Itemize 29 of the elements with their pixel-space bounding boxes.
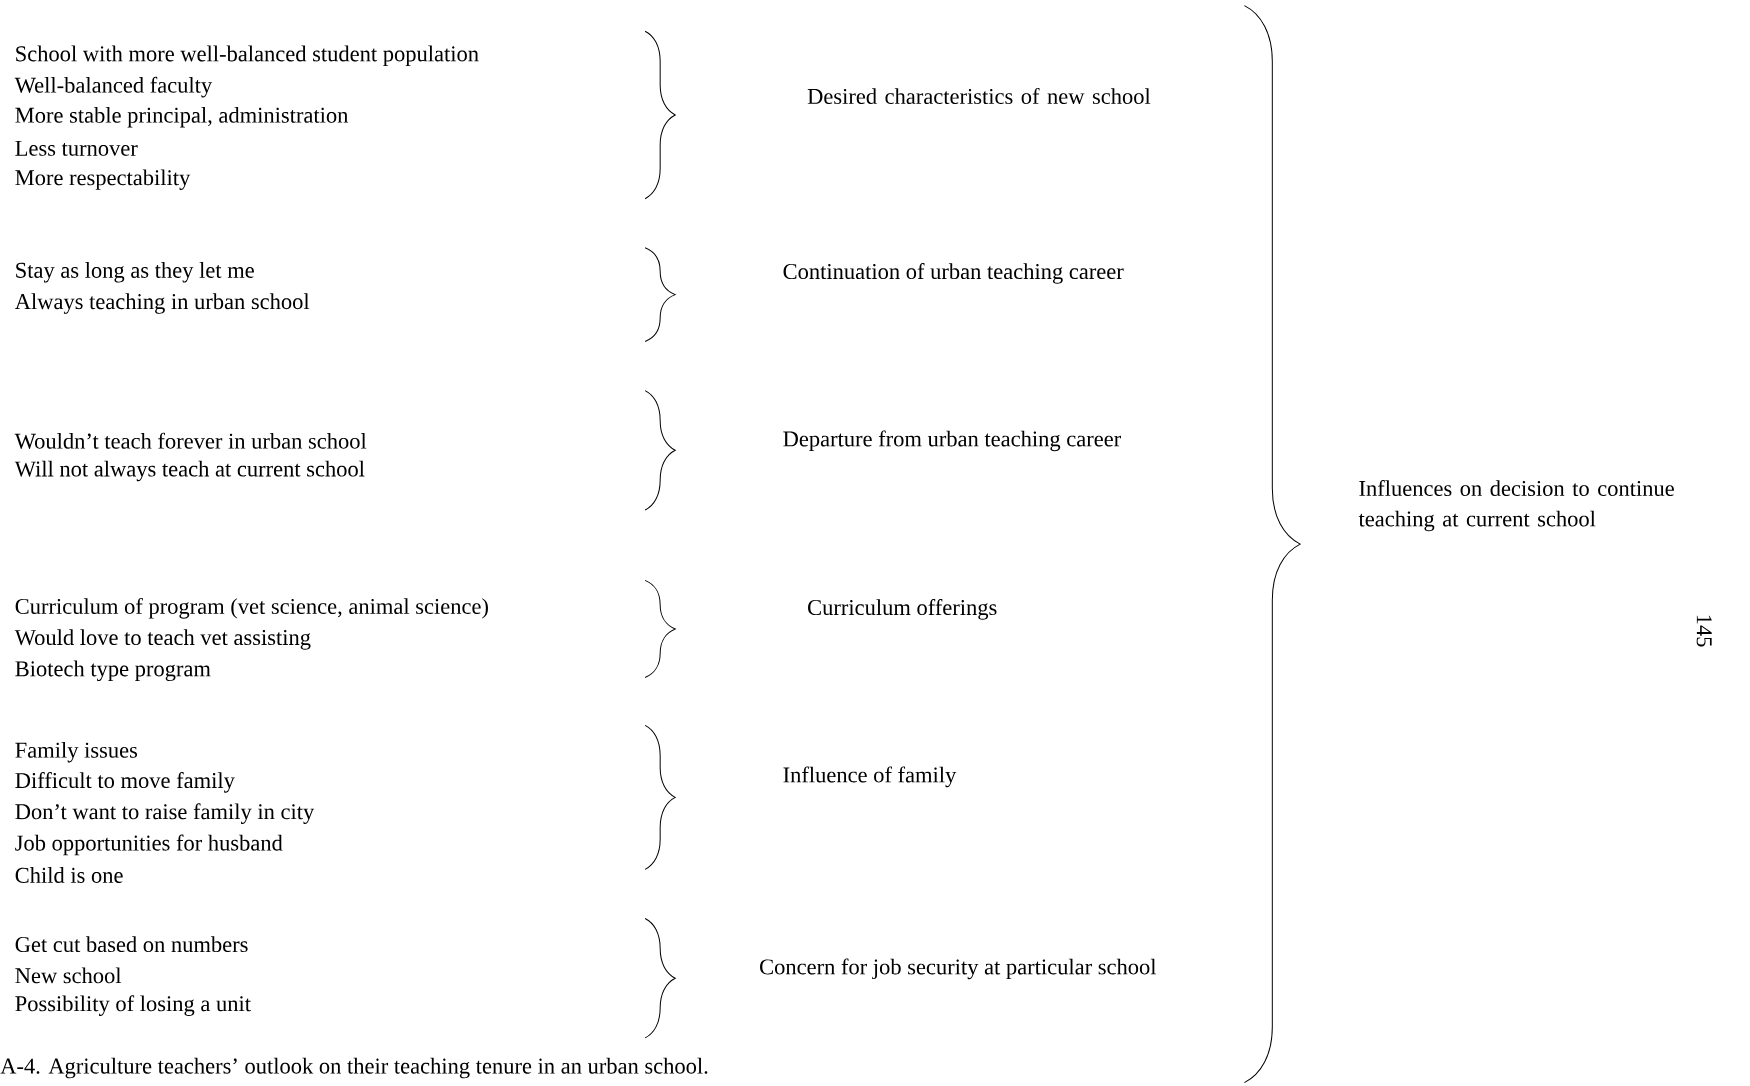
category-label: Concern for job security at particular school <box>760 958 1157 980</box>
list-item: Biotech type program <box>15 660 211 682</box>
list-item: Wouldn’t teach forever in urban school <box>14 432 367 449</box>
list-item: Always teaching in urban school <box>14 293 310 314</box>
list-item: Stay as long as they let me <box>16 262 254 283</box>
list-item: Curriculum of program (vet science, animal science) <box>15 597 488 619</box>
list-item: More stable principal, administration <box>15 107 349 128</box>
list-item: Get cut based on numbers <box>15 936 248 953</box>
category-label: Continuation of urban teaching career <box>783 263 1124 284</box>
list-item: More respectability <box>15 169 191 190</box>
list-item: Job opportunities for husband <box>15 834 283 856</box>
list-item: School with more well-balanced student population <box>16 45 479 66</box>
list-item: Family issues <box>15 741 138 763</box>
list-item: Difficult to move family <box>15 772 235 793</box>
list-item: Will not always teach at current school <box>14 460 365 482</box>
caption: A-4. Agriculture teachers’ outlook on their teaching tenure in an urban school. <box>0 1057 708 1079</box>
theme-label: Influences on decision to continue teaching at current school <box>1358 480 1674 532</box>
category-label: Departure from urban teaching career <box>783 430 1121 452</box>
list-item: Don’t want to raise family in city <box>15 803 315 824</box>
list-item: Well-balanced faculty <box>14 76 213 98</box>
list-item: Possibility of losing a unit <box>15 995 251 1016</box>
list-item: Would love to teach vet assisting <box>14 629 311 650</box>
category-label: Influence of family <box>783 766 957 788</box>
list-item: Less turnover <box>15 140 138 156</box>
list-item: Child is one <box>15 867 123 883</box>
category-label: Desired characteristics of new school <box>807 87 1151 105</box>
list-item: New school <box>15 967 122 984</box>
category-label: Curriculum offerings <box>808 599 997 620</box>
page-number: 145 <box>1696 615 1712 647</box>
